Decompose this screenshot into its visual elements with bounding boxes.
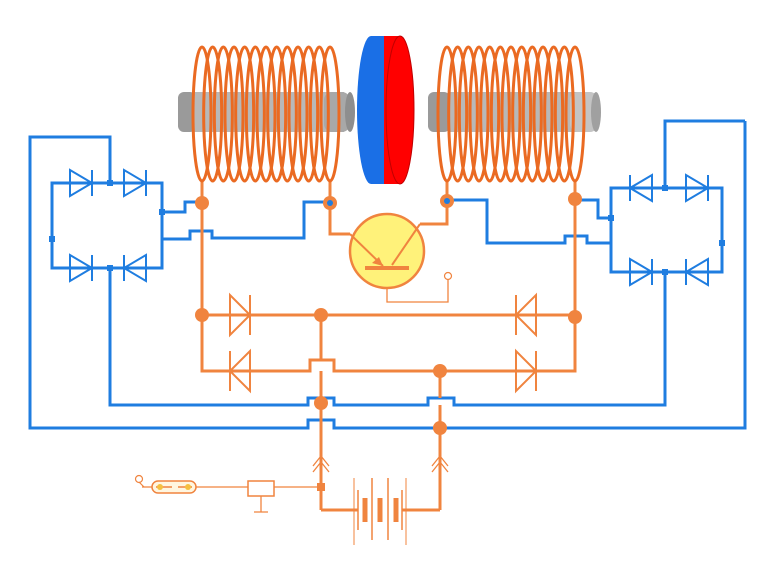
resistor-icon [247, 480, 275, 497]
coil-turn [212, 45, 234, 183]
terminal-icon [134, 474, 144, 484]
coil-turn [223, 45, 245, 183]
coil-left [178, 45, 355, 183]
coil-turn [276, 45, 298, 183]
diode-icon [122, 253, 147, 283]
blue-wire-bridge-right-a [577, 198, 611, 220]
diode-icon [514, 292, 537, 338]
blue-wire-bridge-right-b [447, 198, 611, 245]
coil-turn [532, 45, 554, 183]
diode-icon [69, 253, 94, 283]
coil-turn [543, 45, 565, 183]
core-left-end [178, 92, 196, 132]
blue-wire-right-top [663, 119, 745, 188]
battery-icon [353, 478, 407, 545]
coil-turn [500, 45, 522, 183]
blue-wire-bridge-left-b [162, 200, 330, 241]
connector-arrow-right [431, 454, 449, 473]
connector-arrow-left [312, 454, 330, 473]
coil-turn [489, 45, 511, 183]
blue-wire-bridge-left-a [162, 200, 202, 214]
coil-turn [244, 45, 266, 183]
coil-turn [255, 45, 277, 183]
coil-turn [553, 45, 575, 183]
diode-icon [229, 292, 252, 338]
resistor-ground-lead [254, 496, 268, 513]
bridge-left-diodes [69, 168, 148, 283]
diode-icon [515, 348, 538, 394]
diode-icon [628, 173, 653, 203]
reed-switch-icon [151, 480, 197, 494]
diode-icon [685, 173, 710, 203]
coil-turn [511, 45, 533, 183]
coil-turn [266, 45, 288, 183]
coil-turn [436, 45, 458, 183]
transistor-lead [386, 278, 449, 303]
coil-turn [319, 45, 341, 183]
orange-junctions [195, 192, 582, 491]
coil-turn [468, 45, 490, 183]
orange-thin-wiring [142, 278, 449, 513]
coil-turn [479, 45, 501, 183]
coil-turn [308, 45, 330, 183]
coil-turn [191, 45, 213, 183]
diode-icon [123, 168, 148, 198]
diode-icon [69, 168, 94, 198]
coil-turn [521, 45, 543, 183]
transistor-icon [348, 212, 426, 290]
terminal-icon [443, 271, 453, 281]
coil-turn [298, 45, 320, 183]
bridge-right-frame [609, 186, 724, 274]
bridge-right-diodes [628, 173, 710, 287]
coil-turn [564, 45, 586, 183]
blue-wire-left-outer [28, 121, 747, 430]
coil-turn [447, 45, 469, 183]
diode-icon [629, 257, 654, 287]
coil-turn [287, 45, 309, 183]
diode-icon [684, 257, 709, 287]
coil-turn [234, 45, 256, 183]
coil-turn [457, 45, 479, 183]
diode-icon [228, 348, 251, 394]
blue-wire-left-lower [108, 268, 667, 407]
magnet-icon [357, 35, 415, 185]
coil-right [428, 45, 601, 183]
magnet-north-face [385, 35, 415, 185]
center-diodes [228, 292, 538, 394]
blue-junctions [49, 180, 725, 275]
coil-turn [202, 45, 224, 183]
